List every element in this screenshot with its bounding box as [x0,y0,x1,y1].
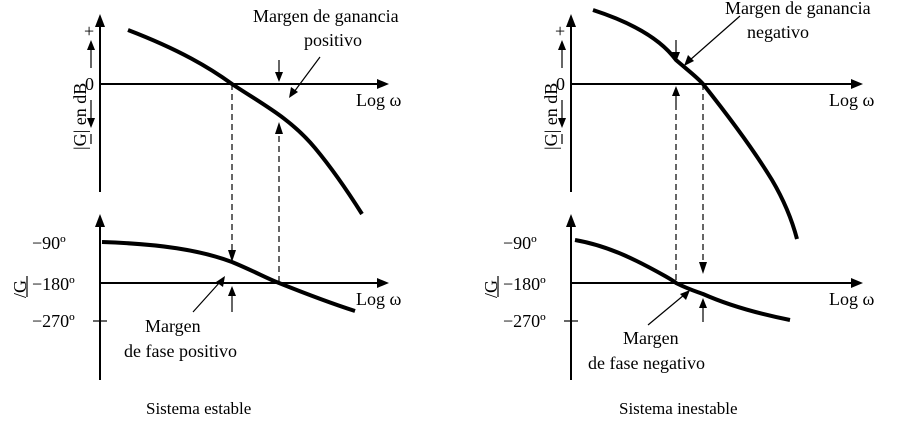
unstable-plus-sign: + [555,21,565,41]
unstable-mag-y-arrowhead [566,14,576,27]
unstable-mag-ylabel: |G| en dB [541,83,561,150]
unstable-gain-margin-tick-head [672,52,680,62]
stable-phase-margin-line1: Margen [145,316,201,336]
unstable-phase-curve [574,238,791,322]
stable-gain-margin-line1: Margen de ganancia [253,6,399,26]
stable-gain-margin-line2: positivo [304,30,362,50]
unstable-magnitude-curve [592,8,799,240]
unstable-panel: + 0 |G| en dB Log ω Margen de ganancia n… [481,0,874,418]
unstable-phase-margin-tick-head [699,298,707,308]
unstable-gain-margin-pointer [689,15,741,61]
unstable-caption: Sistema inestable [619,399,738,418]
unstable-zero-label: 0 [556,74,565,94]
unstable-plus-arrowhead [558,40,566,50]
unstable-phase-margin-pointer [647,294,685,326]
stable-phase-margin-line2: de fase positivo [124,341,237,361]
stable-mag-xlabel: Log ω [356,90,401,110]
stable-gain-margin-pointer [293,56,321,93]
unstable-tick-180: −180º [503,274,546,294]
stable-phase-y-arrowhead [95,214,105,227]
stable-tick-180: −180º [32,274,75,294]
stable-phase-curve [101,240,356,313]
unstable-tick-90: −90º [503,233,537,253]
stable-phase-ylabel: /G [10,280,30,298]
stable-panel: + 0 |G| en dB Log ω Margen de ganancia p… [10,6,401,418]
stable-tick-90: −90º [32,233,66,253]
unstable-mag-xlabel: Log ω [829,90,874,110]
stable-phase-x-arrowhead [377,278,389,288]
stable-caption: Sistema estable [146,399,251,418]
unstable-phase-x-arrowhead [851,278,863,288]
unstable-gain-margin-line2: negativo [747,22,809,42]
stable-magnitude-curve [127,28,364,216]
stable-phase-margin-pointer-head [216,276,225,287]
stable-gain-margin-tick-head [275,72,283,82]
stable-phase-margin-tick-head [228,286,236,296]
stable-plus-arrowhead [87,40,95,50]
unstable-phase-xlabel: Log ω [829,289,874,309]
unstable-minus-arrowhead [558,118,566,128]
stable-mag-y-arrowhead [95,14,105,27]
unstable-gain-margin-pointer-head [684,55,694,66]
unstable-phase-y-arrowhead [566,214,576,227]
stable-zero-label: 0 [85,74,94,94]
unstable-mag-x-arrowhead [851,79,863,89]
stable-phase-margin-pointer [192,281,221,313]
unstable-gain-margin-line1: Margen de ganancia [725,0,871,18]
unstable-phase-ylabel: /G [481,280,501,298]
stable-mag-x-arrowhead [377,79,389,89]
stable-phase-xlabel: Log ω [356,289,401,309]
stable-plus-sign: + [84,21,94,41]
unstable-tick-270: −270º [503,311,546,331]
unstable-gain-margin-up-head [672,86,680,96]
unstable-phase-margin-line1: Margen [623,328,679,348]
stable-tick-270: −270º [32,311,75,331]
unstable-phase-margin-pointer-head [680,290,690,300]
stable-dash-phase-crossover-head [275,122,283,134]
stable-mag-ylabel: |G| en dB [70,83,90,150]
stable-gain-margin-pointer-head [289,87,298,98]
stable-dash-crossover-head [228,250,236,262]
unstable-phase-margin-line2: de fase negativo [588,353,705,373]
unstable-dash-crossover-head [699,262,707,274]
stable-minus-arrowhead [87,118,95,128]
